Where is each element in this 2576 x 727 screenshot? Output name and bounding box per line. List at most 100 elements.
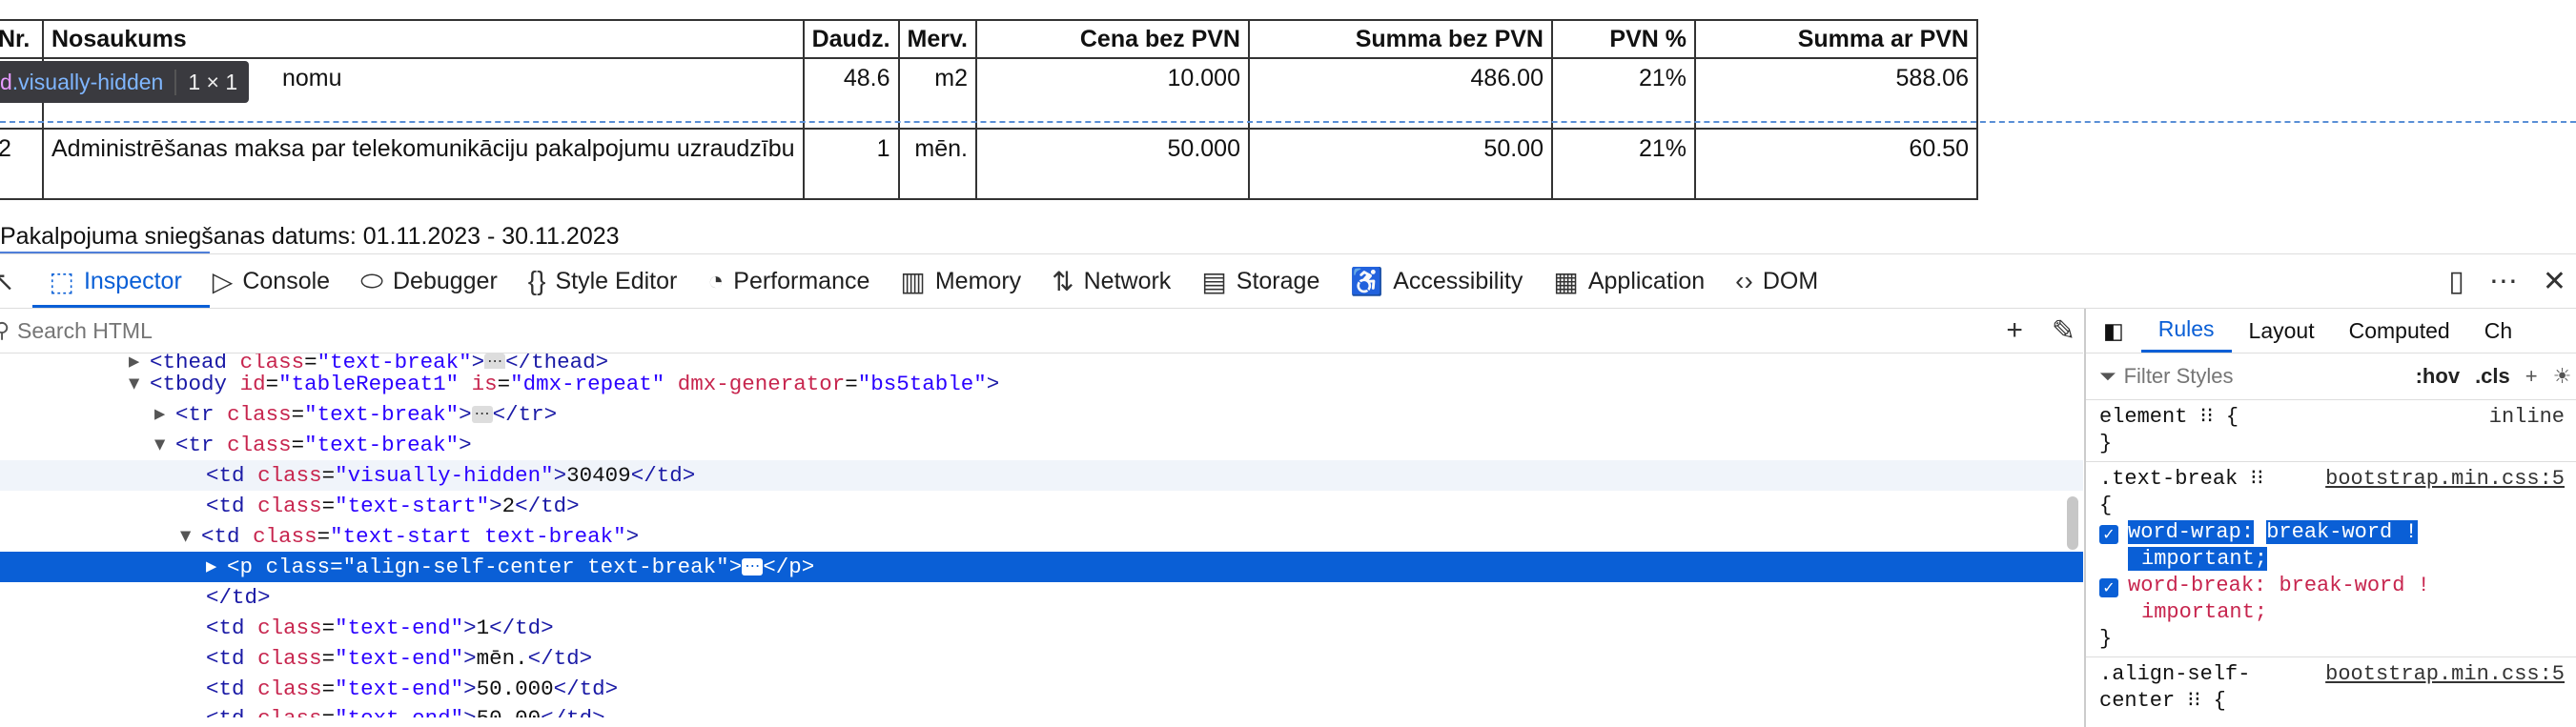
search-row: ⚲ + ✎ (0, 309, 2083, 353)
selector-text: element (2099, 405, 2188, 429)
eyedropper-icon[interactable]: ✎ (2051, 315, 2075, 347)
page-preview: Nr. Nosaukums Daudz. Merv. Cena bez PVN … (0, 0, 2576, 255)
more-options-icon[interactable]: ⋯ (2488, 265, 2518, 297)
property-value[interactable]: break-word ! (2279, 574, 2430, 597)
tree-line-td-start-break[interactable]: ▾<td class="text-start text-break"> (180, 524, 640, 549)
pick-element-icon: ↖ (0, 266, 15, 296)
enable-checkbox[interactable]: ✓ (2099, 525, 2118, 544)
close-icon[interactable]: ✕ (2542, 265, 2566, 297)
tree-line-td-end-3[interactable]: <td class="text-end">50.000</td> (206, 677, 619, 701)
tab-network[interactable]: ⇅Network (1036, 254, 1186, 308)
toolbar-right-controls: ▯ ⋯ ✕ (2448, 254, 2566, 308)
tab-console[interactable]: ▷Console (197, 254, 345, 308)
add-rule-icon[interactable]: + (2525, 364, 2538, 388)
tree-line-tr-collapsed[interactable]: ▸<tr class="text-break">⋯</tr> (154, 402, 558, 427)
dom-icon: ‹› (1735, 266, 1753, 295)
tooltip-size: 1 × 1 (174, 69, 249, 95)
tree-line-tr-expanded[interactable]: ▾<tr class="text-break"> (154, 433, 472, 457)
rule-text-break: .text-break ⁝⁝ bootstrap.min.css:5 { ✓ w… (2086, 462, 2576, 657)
selector-text: .text-break (2099, 467, 2239, 491)
markup-scrollbar[interactable] (2067, 496, 2078, 550)
tab-dom[interactable]: ‹› DOM (1720, 254, 1833, 308)
cell-vat: 21% (1550, 128, 1696, 200)
debugger-icon: ⬭ (360, 265, 383, 295)
cell-sum: 50.00 (1247, 128, 1553, 200)
node-tooltip: d.visually-hidden 1 × 1 (0, 61, 250, 103)
tab-memory[interactable]: ▥ Memory (885, 254, 1036, 308)
header-qty: Daudz. (802, 19, 900, 59)
tab-changes[interactable]: Ch (2484, 317, 2513, 343)
sidebar-tabs: ◧ Rules Layout Computed Ch (2086, 309, 2576, 353)
selector-text: center (2099, 689, 2176, 713)
rule-selector: .align-self- (2099, 662, 2251, 686)
tree-line-tbody[interactable]: ▾<tbody id="tableRepeat1" is="dmx-repeat… (129, 372, 1000, 396)
header-price: Cena bez PVN (974, 19, 1250, 59)
tree-line-td-end-2[interactable]: <td class="text-end">mēn.</td> (206, 646, 593, 671)
rule-source-link[interactable]: bootstrap.min.css:5 (2325, 662, 2565, 686)
property-important: important; (2128, 547, 2268, 571)
tree-line-td-close[interactable]: </td> (206, 585, 271, 610)
cell-vat: 21% (1550, 57, 1696, 130)
tree-line-td-end-1[interactable]: <td class="text-end">1</td> (206, 616, 554, 640)
property-name[interactable]: word-wrap: (2128, 520, 2255, 544)
tab-computed[interactable]: Computed (2348, 317, 2450, 343)
cls-toggle[interactable]: .cls (2475, 364, 2510, 388)
cell-nr: 2 (0, 128, 44, 200)
tab-storage[interactable]: ▤Storage (1186, 254, 1335, 308)
toggle-sidebar-icon[interactable]: ◧ (2103, 317, 2124, 343)
accessibility-icon: ♿ (1350, 266, 1384, 296)
tree-line-td-hidden[interactable]: <td class="visually-hidden">30409</td> (0, 460, 2083, 491)
tab-debugger[interactable]: ⬭ Debugger (345, 254, 513, 308)
enable-checkbox[interactable]: ✓ (2099, 578, 2118, 597)
tree-line-td-start[interactable]: <td class="text-start">2</td> (206, 494, 580, 518)
tab-inspector[interactable]: ⬚Inspector (33, 254, 196, 308)
tooltip-class: .visually-hidden (11, 69, 164, 94)
style-editor-icon: {} (527, 266, 546, 295)
tab-performance[interactable]: ◔Performance (692, 254, 885, 308)
tab-label: DOM (1762, 267, 1819, 294)
light-mode-icon[interactable]: ☀ (2552, 364, 2572, 388)
tab-rules[interactable]: Rules (2140, 309, 2232, 353)
tab-label: Console (242, 267, 331, 294)
cell-name: Administrēšanas maksa par telekomunikāci… (42, 128, 805, 200)
tab-label: Debugger (392, 267, 498, 294)
tab-label: Accessibility (1393, 267, 1523, 294)
cell-qty: 48.6 (802, 57, 900, 130)
pick-element-button[interactable]: ↖ (0, 254, 33, 308)
performance-icon: ◔ (707, 266, 725, 295)
filter-row: ⏷ :hov .cls + ☀ ◐ ▤ (2086, 353, 2576, 400)
rule-source-link[interactable]: bootstrap.min.css:5 (2325, 467, 2565, 491)
tab-label: Application (1587, 267, 1706, 294)
dock-toggle-icon[interactable]: ▯ (2448, 265, 2464, 297)
tree-line-p-selected[interactable]: ▸<p class="align-self-center text-break"… (0, 552, 2083, 582)
tab-layout[interactable]: Layout (2248, 317, 2315, 343)
invoice-table: Nr. Nosaukums Daudz. Merv. Cena bez PVN … (0, 19, 1978, 200)
highlighter-guide-line (0, 121, 2576, 123)
memory-icon: ▥ (900, 266, 926, 296)
tab-accessibility[interactable]: ♿ Accessibility (1335, 254, 1538, 308)
tree-line-thead[interactable]: ▸<thead class="text-break">⋯</thead> (129, 353, 609, 369)
tab-style-editor[interactable]: {}Style Editor (513, 254, 693, 308)
tab-label: Memory (934, 267, 1022, 294)
rule-selector: element ⁝⁝ { (2099, 405, 2239, 429)
property-name[interactable]: word-break: (2128, 574, 2267, 597)
tab-label: Network (1083, 267, 1172, 294)
storage-icon: ▤ (1201, 266, 1227, 296)
filter-styles-input[interactable] (2121, 363, 2401, 390)
search-html-input[interactable] (15, 316, 1830, 345)
add-node-icon[interactable]: + (2006, 314, 2023, 346)
cell-price: 50.000 (974, 128, 1250, 200)
property-value[interactable]: break-word ! (2266, 520, 2418, 544)
invoice-header-row: Nr. Nosaukums Daudz. Merv. Cena bez PVN … (0, 19, 1978, 59)
hov-toggle[interactable]: :hov (2415, 364, 2461, 388)
markup-tools: + ✎ (2006, 314, 2075, 348)
header-name: Nosaukums (42, 19, 805, 59)
tab-application[interactable]: ▦Application (1538, 254, 1720, 308)
cell-unit: m2 (897, 57, 977, 130)
property-important: important; (2141, 600, 2268, 624)
tree-line-td-end-4[interactable]: <td class="text-end">50.00</td> (0, 704, 2083, 717)
rule-align-self-center: .align-self- bootstrap.min.css:5 center … (2086, 657, 2576, 718)
header-vat: PVN % (1550, 19, 1696, 59)
rule-source: inline (2488, 405, 2565, 429)
markup-tree: ▸<thead class="text-break">⋯</thead> ▾<t… (0, 353, 2083, 717)
